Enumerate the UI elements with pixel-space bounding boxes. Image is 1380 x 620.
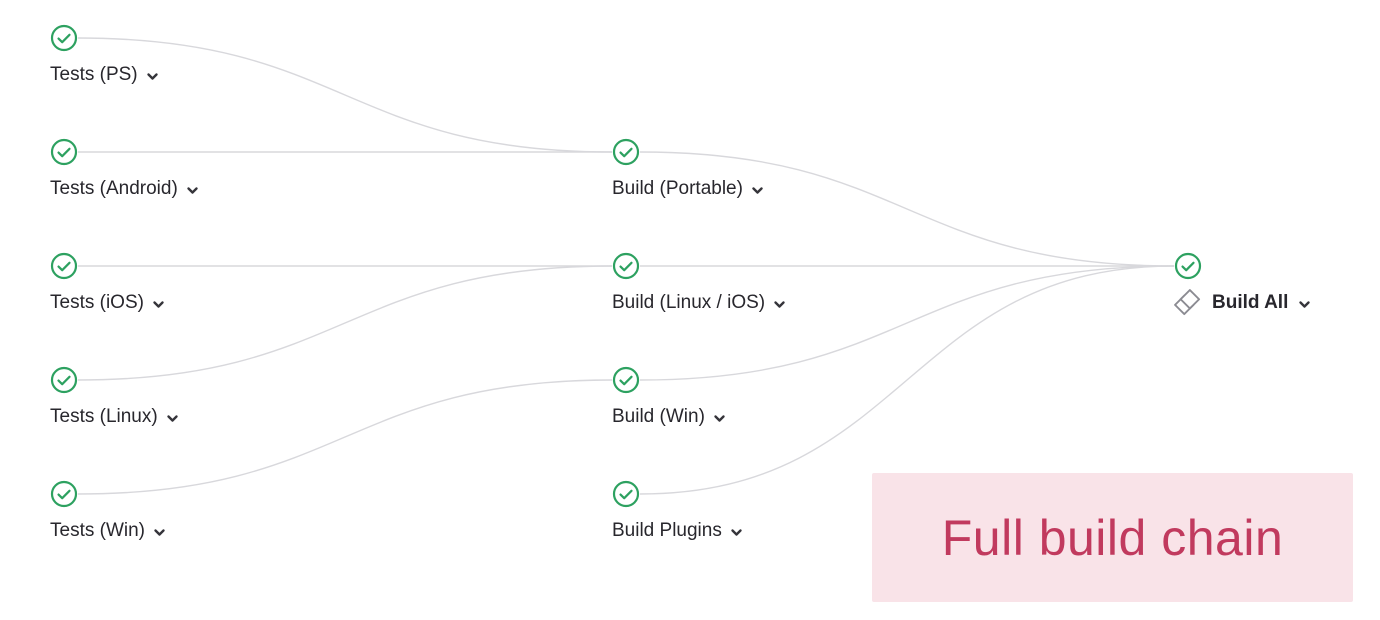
chevron-down-icon <box>154 529 165 536</box>
job-label-text: Build Plugins <box>612 520 722 541</box>
job-tests-ps: Tests (PS) <box>50 24 159 86</box>
chevron-down-icon <box>752 187 763 194</box>
job-build-portable: Build (Portable) <box>612 138 764 200</box>
status-success-icon[interactable] <box>50 252 78 280</box>
job-build-plugins: Build Plugins <box>612 480 743 542</box>
job-dropdown-build-win[interactable]: Build (Win) <box>612 406 726 428</box>
job-tests-android: Tests (Android) <box>50 138 199 200</box>
status-success-icon[interactable] <box>612 366 640 394</box>
job-dropdown-build-linux-ios[interactable]: Build (Linux / iOS) <box>612 292 786 314</box>
job-dropdown-build-portable[interactable]: Build (Portable) <box>612 178 764 200</box>
job-label-text: Tests (Linux) <box>50 406 158 427</box>
job-dropdown-build-all[interactable]: Build All <box>1174 289 1311 317</box>
annotation-label: Full build chain <box>941 509 1284 566</box>
link-build-win-build-all <box>639 265 1175 381</box>
status-success-icon[interactable] <box>612 138 640 166</box>
job-tests-linux: Tests (Linux) <box>50 366 179 428</box>
job-dropdown-tests-win[interactable]: Tests (Win) <box>50 520 166 542</box>
chevron-down-icon <box>187 187 198 194</box>
status-success-icon[interactable] <box>1174 252 1202 280</box>
job-dropdown-tests-linux[interactable]: Tests (Linux) <box>50 406 179 428</box>
job-dropdown-build-plugins[interactable]: Build Plugins <box>612 520 743 542</box>
status-success-icon[interactable] <box>612 480 640 508</box>
link-tests-win-build-win <box>77 379 613 495</box>
annotation-box: Full build chain <box>872 473 1353 602</box>
status-success-icon[interactable] <box>50 24 78 52</box>
link-build-portable-build-all <box>639 151 1175 267</box>
chevron-down-icon <box>153 301 164 308</box>
link-tests-ps-build-portable <box>77 37 613 153</box>
job-build-win: Build (Win) <box>612 366 726 428</box>
job-label-text: Tests (iOS) <box>50 292 144 313</box>
status-success-icon[interactable] <box>50 480 78 508</box>
job-tests-ios: Tests (iOS) <box>50 252 165 314</box>
link-build-plugins-build-all <box>639 265 1175 495</box>
job-label-text: Build (Win) <box>612 406 705 427</box>
job-label-text: Tests (Win) <box>50 520 145 541</box>
chevron-down-icon <box>167 415 178 422</box>
chevron-down-icon <box>774 301 785 308</box>
job-tests-win: Tests (Win) <box>50 480 166 542</box>
job-dropdown-tests-ps[interactable]: Tests (PS) <box>50 64 159 86</box>
job-label-text: Build (Linux / iOS) <box>612 292 766 313</box>
job-label-text: Tests (Android) <box>50 178 178 199</box>
downstream-pipeline-icon <box>1174 289 1201 316</box>
status-success-icon[interactable] <box>50 138 78 166</box>
chevron-down-icon <box>146 73 158 80</box>
chevron-down-icon <box>1299 301 1311 308</box>
job-label-text: Build All <box>1212 292 1289 313</box>
job-build-linux-ios: Build (Linux / iOS) <box>612 252 786 314</box>
job-dropdown-tests-ios[interactable]: Tests (iOS) <box>50 292 165 314</box>
status-success-icon[interactable] <box>612 252 640 280</box>
link-tests-linux-build-linux-ios <box>77 265 613 381</box>
job-build-all: Build All <box>1174 252 1311 317</box>
chevron-down-icon <box>731 529 742 536</box>
job-label-text: Tests (PS) <box>50 64 138 85</box>
status-success-icon[interactable] <box>50 366 78 394</box>
chevron-down-icon <box>714 415 725 422</box>
job-label-text: Build (Portable) <box>612 178 743 199</box>
job-dropdown-tests-android[interactable]: Tests (Android) <box>50 178 199 200</box>
